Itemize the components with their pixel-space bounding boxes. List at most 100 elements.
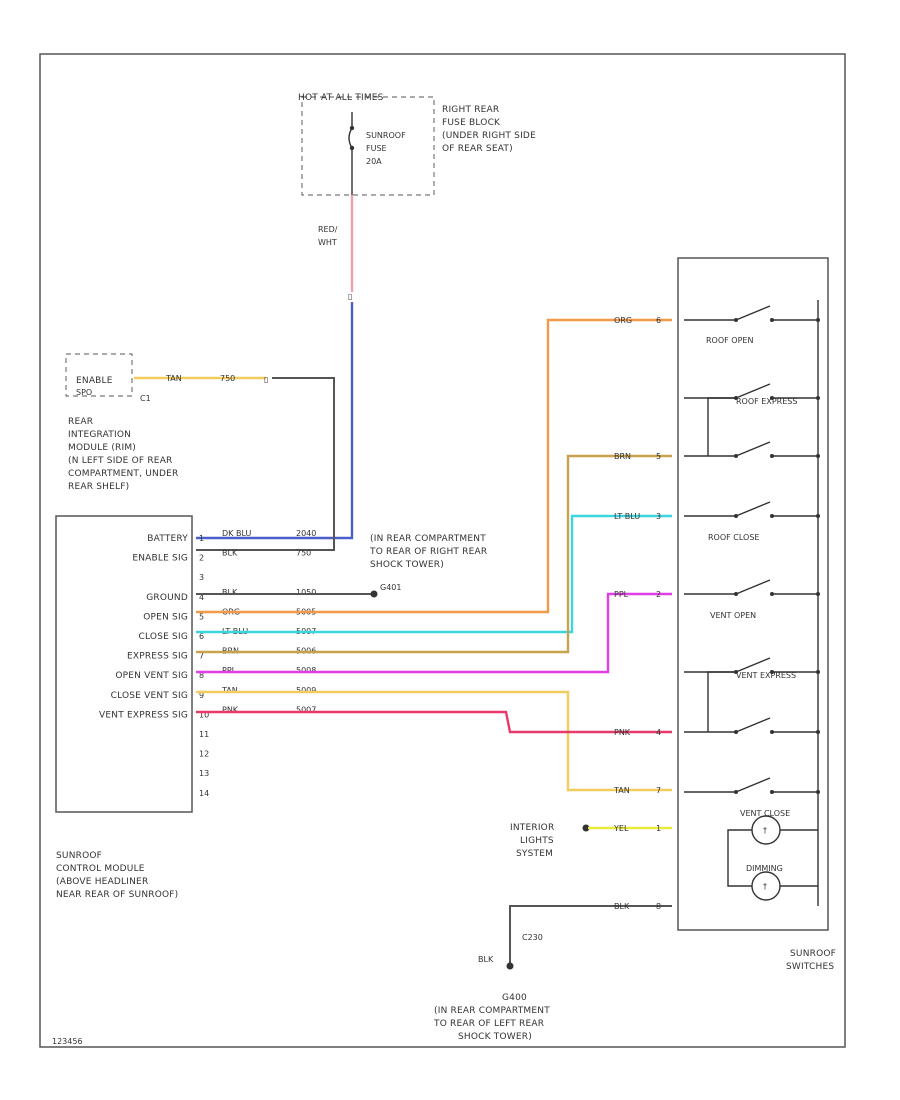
rim-desc-5: COMPARTMENT, UNDER <box>68 469 178 479</box>
interior-lights-feed: INTERIOR LIGHTS SYSTEM <box>510 823 672 859</box>
fuse-location-line-2: FUSE BLOCK <box>442 118 501 128</box>
ground2-connector: C230 <box>522 933 543 942</box>
fuse-location-line-3: (UNDER RIGHT SIDE <box>442 131 536 141</box>
switch-input-wire: PPL <box>614 590 629 599</box>
svg-text:†: † <box>763 882 767 891</box>
module-pin-label: EXPRESS SIG <box>127 652 188 662</box>
module-pin-number: 14 <box>199 789 209 798</box>
module-pin-label: VENT EXPRESS SIG <box>99 710 188 720</box>
module-pin-label: CLOSE VENT SIG <box>111 691 188 701</box>
ground-note-1: (IN REAR COMPARTMENT <box>370 534 486 544</box>
fuse-location-line-1: RIGHT REAR <box>442 105 499 115</box>
rim-wire-circuit: 750 <box>220 374 235 383</box>
module-desc-4: NEAR REAR OF SUNROOF) <box>56 890 178 900</box>
module-pin-number: 13 <box>199 769 209 778</box>
switch-input-pin: 3 <box>656 512 661 521</box>
svg-text:†: † <box>763 826 767 835</box>
module-pin-circuit: 5008 <box>296 666 316 675</box>
module-pin-label: ENABLE SIG <box>132 554 188 564</box>
switch-input-pin: 7 <box>656 786 661 795</box>
battery-feed-wire: RED/ WHT ▯ <box>196 195 354 540</box>
ground-note-2: TO REAR OF RIGHT REAR <box>369 547 487 557</box>
rim-desc-1: REAR <box>68 417 93 427</box>
module-pin-label: BATTERY <box>147 534 188 544</box>
rim-enable-label: ENABLE <box>76 376 113 386</box>
fuse-wire-color-2: WHT <box>318 238 337 247</box>
rim-desc-3: MODULE (RIM) <box>68 443 136 453</box>
module-desc-3: (ABOVE HEADLINER <box>56 877 148 887</box>
switch-input-pin: 8 <box>656 902 661 911</box>
module-pin-circuit: 5007 <box>296 705 316 714</box>
module-pin-number: 9 <box>199 691 204 700</box>
module-pin-wire: TAN <box>221 686 238 695</box>
diagram-frame <box>39 53 846 1048</box>
module-pin-number: 1 <box>199 534 204 543</box>
svg-text:▯: ▯ <box>264 375 268 384</box>
module-pin-wire: BLK <box>222 549 238 558</box>
module-pin-wire: DK BLU <box>222 529 251 538</box>
switch-label: ROOF CLOSE <box>708 533 759 542</box>
switch-input-wire: BLK <box>614 902 630 911</box>
module-pin-circuit: 750 <box>296 549 311 558</box>
signal-wires <box>196 318 672 792</box>
ground-note-3: SHOCK TOWER) <box>370 560 444 570</box>
module-pin-circuit: 1050 <box>296 588 316 597</box>
ground2-desc-2: TO REAR OF LEFT REAR <box>433 1019 544 1029</box>
module-pin-number: 5 <box>199 612 204 621</box>
module-pin-label: OPEN SIG <box>143 612 188 622</box>
footer-id: 123456 <box>52 1037 83 1046</box>
fuse-label-line-1: SUNROOF <box>366 131 406 140</box>
module-pin-number: 3 <box>199 573 204 582</box>
fuse-box-header: HOT AT ALL TIMES <box>298 93 384 103</box>
module-pin-label: CLOSE SIG <box>139 632 188 642</box>
fuse-location-line-4: OF REAR SEAT) <box>442 144 513 154</box>
module-pin-number: 10 <box>199 710 209 719</box>
module-pin-label: GROUND <box>146 593 188 603</box>
switch-input-pin: 2 <box>656 590 661 599</box>
module-pin-wire: PNK <box>222 705 239 714</box>
rim-desc-4: (N LEFT SIDE OF REAR <box>68 456 173 466</box>
fuse-box: HOT AT ALL TIMES SUNROOF FUSE 20A RIGHT … <box>298 93 536 196</box>
module-desc-2: CONTROL MODULE <box>56 864 145 874</box>
switch-input-pin: 6 <box>656 316 661 325</box>
module-pin-circuit: 5009 <box>296 686 316 695</box>
switch-input-wire: TAN <box>613 786 630 795</box>
switch-input-wire: BRN <box>614 452 631 461</box>
switch-panel-desc-1: SUNROOF <box>790 949 836 959</box>
switch-input-pin: 5 <box>656 452 661 461</box>
module-pin-wire: BLK <box>222 588 238 597</box>
switch-input-wire: ORG <box>614 316 632 325</box>
rim-connector: C1 <box>140 394 151 403</box>
ground-id: G401 <box>380 583 401 592</box>
interior-lights-2: LIGHTS <box>520 836 554 846</box>
module-pin-circuit: 2040 <box>296 529 316 538</box>
module-desc-1: SUNROOF <box>56 851 102 861</box>
module-pin-number: 6 <box>199 632 204 641</box>
switch-panel-desc-2: SWITCHES <box>786 962 834 972</box>
module-pin-number: 12 <box>199 750 209 759</box>
switch-label: VENT CLOSE <box>740 809 790 818</box>
rim-wire-color: TAN <box>165 374 182 383</box>
rim-desc-2: INTEGRATION <box>68 430 131 440</box>
module-pin-number: 7 <box>199 652 204 661</box>
connector-c101: ▯ <box>348 292 352 301</box>
rim-desc-6: REAR SHELF) <box>68 482 129 492</box>
interior-lights-3: SYSTEM <box>516 849 553 859</box>
ground-g400: C230 BLK G400 (IN REAR COMPARTMENT TO RE… <box>433 905 672 1042</box>
switch-label: VENT OPEN <box>710 611 756 620</box>
fuse-wire-color-1: RED/ <box>318 225 338 234</box>
module-pin-number: 2 <box>199 554 204 563</box>
module-pin-number: 8 <box>199 671 204 680</box>
switch-label: ROOF EXPRESS <box>736 397 797 406</box>
ground2-id: G400 <box>502 993 527 1003</box>
interior-lights-1: INTERIOR <box>510 823 554 833</box>
module-pin-wire: PPL <box>222 666 237 675</box>
rim-enable-sub: SPO <box>76 388 92 397</box>
switch-input-wire: PNK <box>614 728 631 737</box>
switch-label: VENT EXPRESS <box>736 671 796 680</box>
ground2-wire: BLK <box>478 955 494 964</box>
enable-wire: TAN 750 ▯ <box>134 374 335 551</box>
